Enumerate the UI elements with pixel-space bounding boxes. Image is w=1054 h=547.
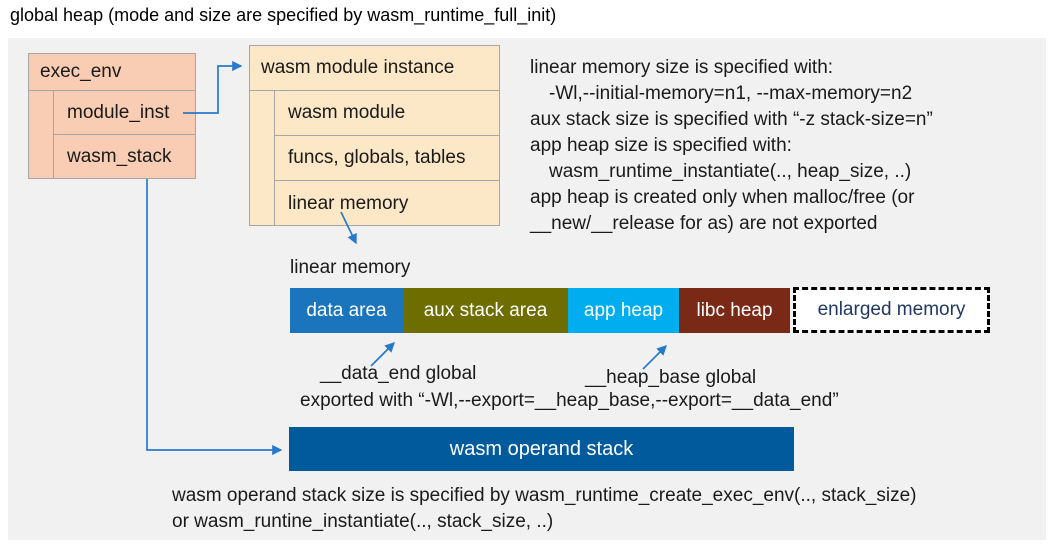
- diagram-title: global heap (mode and size are specified…: [10, 5, 557, 25]
- note-line: or wasm_runtine_instantiate(.., stack_si…: [172, 511, 554, 532]
- exec-env-fields: module_inst wasm_stack: [53, 91, 195, 179]
- note-line: app heap size is specified with:: [530, 135, 792, 156]
- wasm-operand-stack-bar: wasm operand stack: [289, 427, 794, 471]
- exported-with-label: exported with “-Wl,--export=__heap_base,…: [300, 390, 839, 411]
- operand-stack-notes: wasm operand stack size is specified by …: [172, 483, 917, 535]
- note-line: app heap is created only when malloc/fre…: [530, 187, 915, 208]
- linear-memory-label: linear memory: [290, 257, 411, 278]
- note-line: linear memory size is specified with:: [530, 57, 834, 78]
- segment-aux-stack-area: aux stack area: [403, 288, 568, 333]
- note-line: wasm_runtime_instantiate(.., heap_size, …: [549, 161, 912, 182]
- segment-app-heap: app heap: [568, 288, 679, 333]
- data-end-global-label: __data_end global: [320, 363, 477, 384]
- module-instance-box: wasm module instance wasm module funcs, …: [249, 45, 500, 226]
- segment-libc-heap: libc heap: [679, 288, 790, 333]
- module-instance-title: wasm module instance: [250, 46, 499, 91]
- module-instance-field-wasm-module: wasm module: [275, 91, 499, 136]
- exec-env-title: exec_env: [29, 54, 195, 91]
- module-instance-fields: wasm module funcs, globals, tables linea…: [274, 91, 499, 226]
- exec-env-field-module-inst: module_inst: [54, 91, 195, 135]
- memory-config-notes: linear memory size is specified with: -W…: [530, 55, 933, 237]
- linear-memory-bar: data area aux stack area app heap libc h…: [290, 288, 790, 333]
- note-line: __new/__release for as) are not exported: [530, 213, 878, 234]
- exec-env-field-wasm-stack: wasm_stack: [67, 146, 172, 167]
- exec-env-box: exec_env module_inst wasm_stack: [28, 53, 196, 179]
- module-instance-field-linear-memory: linear memory: [288, 192, 409, 214]
- note-line: wasm operand stack size is specified by …: [172, 485, 917, 506]
- heap-base-global-label: __heap_base global: [585, 367, 757, 388]
- note-line: -Wl,--initial-memory=n1, --max-memory=n2: [549, 83, 913, 104]
- wasm-operand-stack-label: wasm operand stack: [449, 437, 634, 460]
- note-line: aux stack size is specified with “-z sta…: [530, 109, 933, 130]
- module-instance-field-funcs-globals-tables: funcs, globals, tables: [275, 136, 499, 181]
- segment-enlarged-memory: enlarged memory: [793, 287, 990, 333]
- segment-data-area: data area: [290, 288, 403, 333]
